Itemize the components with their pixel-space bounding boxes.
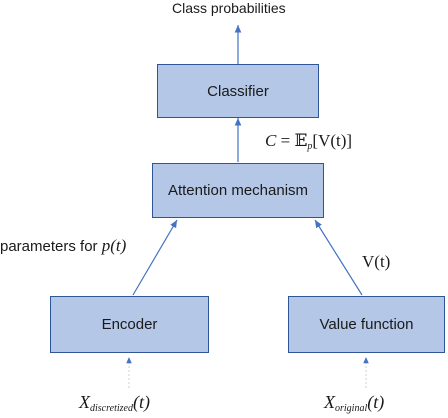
arrow-encoder-to-attention (132, 219, 178, 296)
output-label: Class probabilities (172, 0, 286, 16)
node-value-function-label: Value function (319, 316, 414, 333)
expectation-subscript: p (307, 141, 313, 152)
node-attention-label: Attention mechanism (167, 182, 309, 199)
input-original-sub: original (335, 403, 368, 414)
expectation-label: C = 𝔼p[V(t)] (265, 131, 352, 152)
arrow-value-to-attention (314, 219, 363, 296)
input-discretized-arg: (t) (132, 392, 150, 412)
input-original-arg: (t) (367, 392, 385, 412)
node-classifier: Classifier (157, 64, 319, 118)
input-original-main: X (324, 392, 335, 412)
node-classifier-label: Classifier (207, 82, 269, 100)
input-discretized-sub: discretized (90, 403, 133, 414)
parameters-text: parameters for (0, 238, 102, 255)
expectation-rhs: [V(t)] (312, 131, 353, 150)
parameters-math: p(t) (101, 236, 127, 255)
expectation-operator: 𝔼 (294, 131, 308, 150)
value-signal-label: V(t) (362, 252, 391, 271)
parameters-label: parameters for p(t) (0, 236, 126, 256)
node-attention: Attention mechanism (152, 163, 324, 218)
input-original: Xoriginal(t) (324, 392, 384, 414)
input-discretized: Xdiscretized(t) (79, 392, 150, 414)
node-value-function: Value function (288, 296, 445, 353)
node-encoder: Encoder (50, 296, 209, 353)
node-encoder-label: Encoder (101, 316, 158, 333)
input-discretized-main: X (79, 392, 90, 412)
expectation-eq: = (280, 131, 291, 150)
expectation-lhs: C (265, 131, 277, 150)
